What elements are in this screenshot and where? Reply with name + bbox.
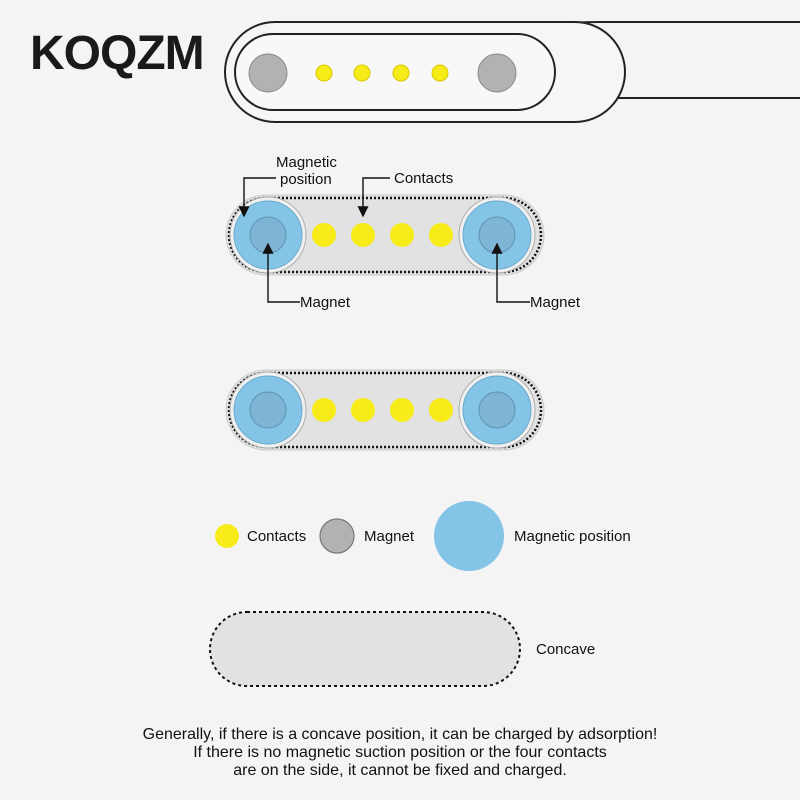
contact-2 bbox=[351, 223, 375, 247]
cable-connector bbox=[224, 21, 800, 123]
label-magnet-right: Magnet bbox=[530, 294, 581, 311]
contact-3 bbox=[390, 223, 414, 247]
concave-label: Concave bbox=[536, 641, 596, 658]
legend-magnetic-position-label: Magnetic position bbox=[514, 528, 631, 545]
connector-contact-4 bbox=[431, 64, 449, 82]
port-diagram-1 bbox=[225, 177, 545, 303]
brand-logo: KOQZM bbox=[30, 27, 205, 80]
connector-contact-2 bbox=[353, 64, 371, 82]
connector-contact-3 bbox=[392, 64, 410, 82]
note-line-2: If there is no magnetic suction position… bbox=[193, 744, 607, 761]
note-line-3: are on the side, it cannot be fixed and … bbox=[233, 762, 567, 779]
contact-4 bbox=[429, 223, 453, 247]
legend-magnet-label: Magnet bbox=[364, 528, 415, 545]
label-contacts: Contacts bbox=[394, 170, 454, 187]
label-magnetic-position-2: position bbox=[280, 171, 332, 188]
port-diagram-2 bbox=[225, 369, 545, 451]
label-magnetic-position-1: Magnetic bbox=[276, 154, 337, 171]
contact-1 bbox=[312, 223, 336, 247]
label-magnet-left: Magnet bbox=[300, 294, 351, 311]
legend-magnet-swatch bbox=[319, 518, 355, 554]
legend-magnetic-position-swatch bbox=[434, 501, 504, 571]
explanation-note: Generally, if there is a concave positio… bbox=[40, 726, 760, 780]
connector-magnet-right bbox=[477, 53, 517, 93]
legend-contact-swatch bbox=[215, 524, 239, 548]
legend-swatches bbox=[215, 501, 504, 571]
legend-contacts-label: Contacts bbox=[247, 528, 307, 545]
connector-magnet-left bbox=[248, 53, 288, 93]
concave-shape bbox=[209, 611, 521, 687]
note-line-1: Generally, if there is a concave positio… bbox=[142, 726, 658, 743]
connector-contact-1 bbox=[315, 64, 333, 82]
